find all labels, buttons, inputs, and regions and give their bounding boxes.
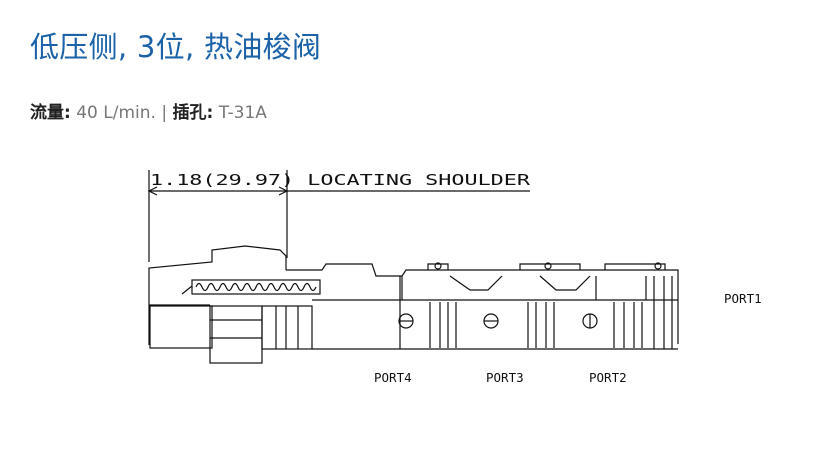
spring-coil bbox=[181, 279, 321, 295]
cavity-label: 插孔: bbox=[172, 103, 214, 123]
page-title: 低压侧, 3位, 热油梭阀 bbox=[30, 30, 322, 64]
port2-label: PORT2 bbox=[589, 370, 627, 385]
flow-label: 流量: bbox=[30, 103, 71, 123]
hex-nut bbox=[148, 245, 313, 364]
port4-label: PORT4 bbox=[374, 370, 412, 385]
valve-cross-section-drawing: 1.18(29.97) LOCATING SHOULDER PORT1 PORT… bbox=[147, 170, 762, 385]
cavity-value: T-31A bbox=[218, 103, 267, 123]
spool-lands bbox=[429, 302, 643, 348]
port3-label: PORT3 bbox=[486, 370, 524, 385]
flow-value: 40 L/min. bbox=[76, 103, 156, 123]
valve-body bbox=[286, 262, 679, 350]
spec-line: 流量: 40 L/min. | 插孔: T-31A bbox=[30, 98, 267, 123]
port1-label: PORT1 bbox=[724, 291, 762, 306]
spec-separator: | bbox=[161, 103, 168, 123]
dimension-label: 1.18(29.97) LOCATING SHOULDER bbox=[150, 171, 531, 189]
dimension-marker bbox=[147, 170, 530, 262]
port-holes bbox=[398, 313, 598, 329]
